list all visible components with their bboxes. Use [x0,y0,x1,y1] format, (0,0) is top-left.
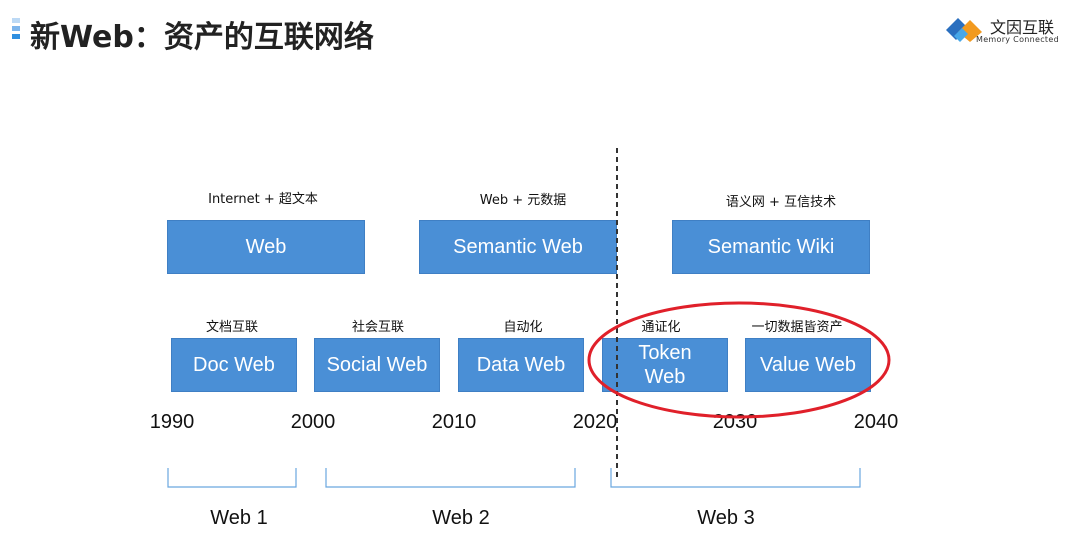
title-accent-icon [12,18,20,48]
box-semantic-web: Semantic Web [419,220,617,274]
box-doc-web: Doc Web [171,338,297,392]
year-2040: 2040 [853,411,899,433]
label-internet-hypertext: Internet + 超文本 [208,192,318,207]
page-title: 新Web：资产的互联网络 [30,20,374,55]
label-automation: 自动化 [503,320,543,335]
logo-subtitle: Memory Connected [976,35,1059,44]
logo-mark-icon [946,18,982,42]
year-1990: 1990 [149,411,195,433]
highlight-circle [587,301,891,419]
bracket-web3 [610,468,861,488]
label-social-interconnect: 社会互联 [351,320,405,335]
label-all-data-assets: 一切数据皆资产 [751,320,843,335]
box-value-web: Value Web [745,338,871,392]
box-semantic-wiki: Semantic Wiki [672,220,870,274]
logo-text: 文因互联 [990,18,1055,37]
year-2010: 2010 [431,411,477,433]
box-social-web: Social Web [314,338,440,392]
box-data-web: Data Web [458,338,584,392]
box-web: Web [167,220,365,274]
bracket-web2 [325,468,576,488]
label-semantic-trust: 语义网 + 互信技术 [725,195,837,210]
era-web2: Web 2 [432,507,490,529]
label-doc-interconnect: 文档互联 [205,320,259,335]
label-tokenization: 通证化 [641,320,681,335]
bracket-web1 [167,468,297,488]
era-web3: Web 3 [697,507,755,529]
label-web-metadata: Web + 元数据 [479,193,567,208]
year-2020: 2020 [572,411,618,433]
box-token-web: Token Web [602,338,728,392]
era-web1: Web 1 [210,507,268,529]
company-logo: 文因互联 Memory Connected [944,14,1069,46]
year-2000: 2000 [290,411,336,433]
